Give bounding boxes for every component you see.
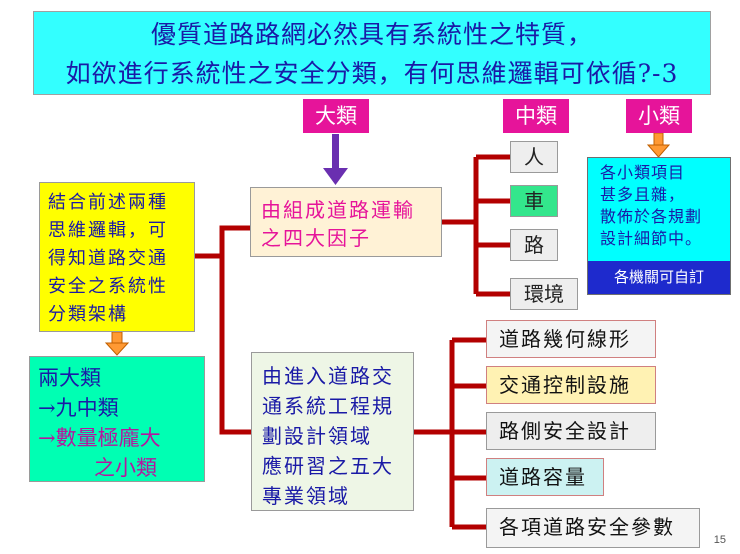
four-factors-box: 由組成道路運輸 之四大因子	[250, 187, 442, 257]
domain-connector	[414, 337, 486, 530]
tree-connector-main	[195, 225, 251, 435]
combined-logic-line-1: 結合前述兩種	[48, 192, 168, 213]
factor-connector	[442, 154, 510, 297]
five-domains-box: 由進入道路交 通系統工程規 劃設計領域 應研習之五大 專業領域	[251, 352, 414, 511]
four-factors-line-1: 由組成道路運輸	[261, 198, 415, 222]
factor-person: 人	[510, 141, 558, 173]
tag-small-category: 小類	[626, 99, 692, 133]
domain-traffic-control: 交通控制設施	[486, 366, 656, 404]
title-line-2: 如欲進行系統性之安全分類，有何思維邏輯可依循?-3	[65, 59, 679, 88]
note-line-1: 各小類項目	[600, 163, 686, 182]
note-line-3: 散佈於各規劃	[600, 207, 703, 226]
combined-logic-box: 結合前述兩種 思維邏輯，可 得知道路交通 安全之系統性 分類架構	[39, 182, 195, 332]
domain-road-geometry: 道路幾何線形	[486, 320, 656, 358]
five-domains-line-5: 專業領域	[262, 484, 350, 508]
result-line-3: →數量極龐大	[38, 426, 161, 450]
note-line-4: 設計細節中。	[600, 229, 703, 248]
result-line-1: 兩大類	[38, 366, 101, 390]
combined-logic-line-3: 得知道路交通	[48, 248, 168, 269]
note-line-2: 甚多且雜，	[600, 185, 686, 204]
page-number: 15	[713, 534, 726, 546]
five-domains-line-4: 應研習之五大	[262, 454, 394, 478]
five-domains-line-2: 通系統工程規	[262, 394, 394, 418]
classification-result-box: 兩大類 →九中類 →數量極龐大 之小類	[29, 356, 205, 482]
tag-big-category: 大類	[303, 99, 369, 133]
factor-road: 路	[510, 229, 558, 261]
five-domains-line-1: 由進入道路交	[262, 364, 394, 388]
four-factors-line-2: 之四大因子	[261, 226, 371, 250]
purple-down-arrow	[323, 134, 348, 185]
factor-environment: 環境	[510, 278, 578, 310]
domain-roadside-safety: 路側安全設計	[486, 412, 656, 450]
combined-logic-line-4: 安全之系統性	[48, 276, 168, 297]
result-line-2: →九中類	[38, 396, 119, 420]
domain-safety-parameters: 各項道路安全參數	[486, 508, 700, 548]
slide-title: 優質道路路網必然具有系統性之特質， 如欲進行系統性之安全分類，有何思維邏輯可依循…	[33, 11, 711, 95]
orange-down-arrow-left	[104, 331, 130, 356]
factor-vehicle: 車	[510, 185, 558, 217]
note-footer: 各機關可自訂	[588, 261, 730, 294]
title-line-1: 優質道路路網必然具有系統性之特質，	[150, 20, 593, 49]
small-category-note: 各小類項目 甚多且雜， 散佈於各規劃 設計細節中。 各機關可自訂	[587, 157, 731, 295]
combined-logic-line-2: 思維邏輯，可	[48, 220, 168, 241]
combined-logic-line-5: 分類架構	[48, 304, 128, 325]
result-line-4: 之小類	[94, 456, 157, 480]
five-domains-line-3: 劃設計領域	[262, 424, 372, 448]
orange-down-arrow-small	[646, 132, 671, 158]
tag-mid-category: 中類	[503, 99, 569, 133]
domain-road-capacity: 道路容量	[486, 458, 604, 496]
